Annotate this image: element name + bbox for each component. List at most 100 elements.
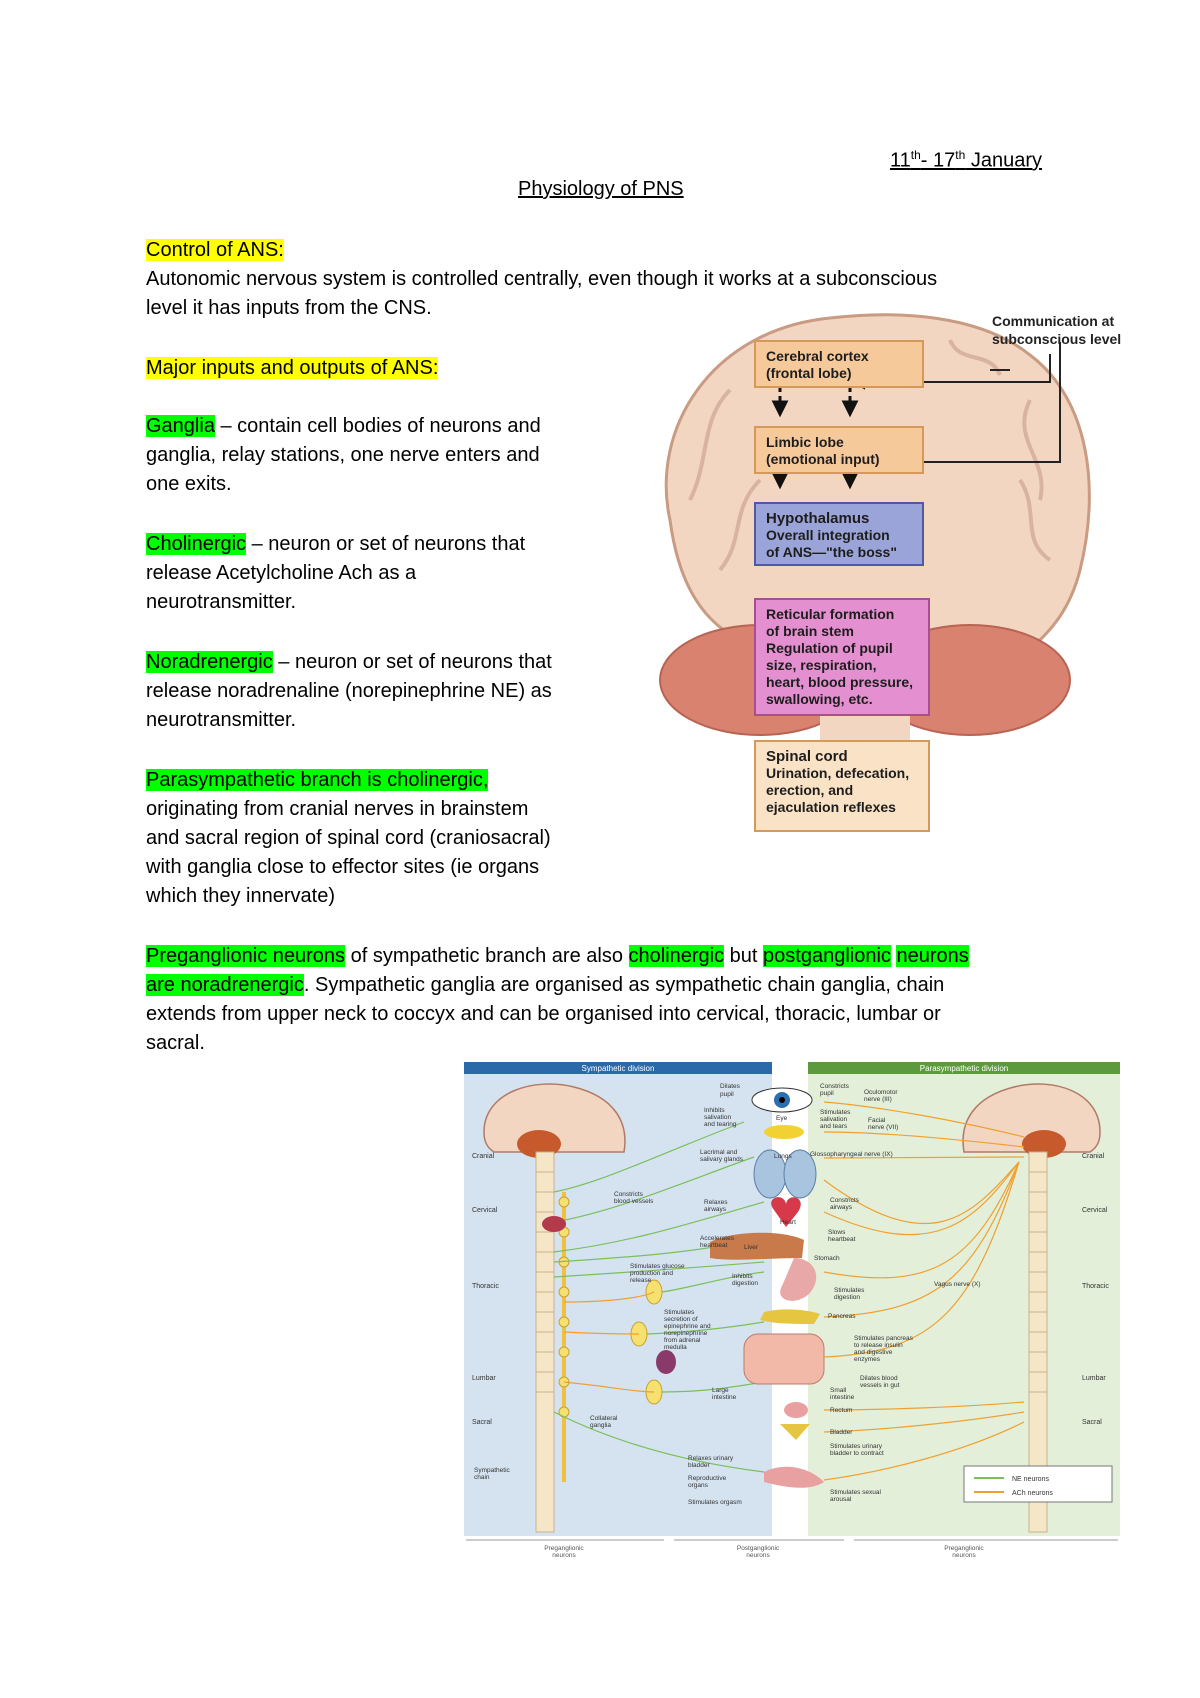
svg-text:neurons: neurons [952, 1552, 976, 1559]
svg-text:release: release [630, 1277, 652, 1284]
legend-ach-label: ACh neurons [1012, 1490, 1053, 1497]
page-title: Physiology of PNS [518, 178, 684, 200]
para-labels: Constricts pupil Oculomotor nerve (III) … [810, 1083, 980, 1503]
spinal-cord-box: Spinal cord Urination, defecation, erect… [754, 740, 930, 832]
svg-text:airways: airways [704, 1206, 727, 1213]
svg-text:Stimulates glucose: Stimulates glucose [630, 1263, 685, 1270]
svg-text:ganglia: ganglia [590, 1422, 611, 1429]
svg-text:Facial: Facial [868, 1117, 886, 1124]
ganglia-term: Ganglia [146, 415, 215, 437]
control-section: Control of ANS: Autonomic nervous system… [146, 236, 937, 323]
cholinergic-term: Cholinergic [146, 533, 247, 555]
salivary-organ [764, 1125, 804, 1139]
communication-label: Communication at subconscious level [992, 313, 1122, 347]
para-brain [962, 1083, 1101, 1153]
svg-text:intestine: intestine [712, 1394, 737, 1401]
reticular-formation-box: Reticular formation of brain stem Regula… [754, 598, 930, 716]
svg-text:bladder: bladder [688, 1462, 711, 1469]
svg-text:intestine: intestine [830, 1394, 855, 1401]
svg-text:heartbeat: heartbeat [700, 1242, 728, 1249]
svg-text:salivation: salivation [704, 1114, 731, 1121]
preganglionic-block: Preganglionic neurons of sympathetic bra… [146, 942, 1066, 1058]
legend-box [963, 1465, 1113, 1503]
svg-text:nerve (VII): nerve (VII) [868, 1124, 898, 1131]
limbic-lobe-box: Limbic lobe (emotional input) [754, 426, 924, 474]
brain-control-figure: Communication at subconscious level Cere… [650, 310, 1150, 850]
parasympathetic-header: Parasympathetic division [920, 1064, 1008, 1073]
svg-text:Inhibits: Inhibits [732, 1273, 753, 1280]
svg-text:Stimulates urinary: Stimulates urinary [830, 1443, 883, 1450]
svg-text:Dilates blood: Dilates blood [860, 1375, 898, 1382]
svg-text:Preganglionic: Preganglionic [944, 1545, 984, 1552]
parasympathetic-line-3: with ganglia close to effector sites (ie… [146, 856, 540, 878]
vertebra-lines [536, 1171, 1047, 1393]
level-thoracic-right: Thoracic [1082, 1283, 1109, 1290]
liver-organ [710, 1232, 804, 1260]
parasympathetic-line-1: originating from cranial nerves in brain… [146, 798, 529, 820]
svg-text:salivary glands: salivary glands [700, 1156, 744, 1163]
svg-text:Bladder: Bladder [830, 1429, 853, 1436]
svg-text:Relaxes urinary: Relaxes urinary [688, 1455, 734, 1462]
adrenal-organ [656, 1350, 676, 1374]
ganglia-block: Ganglia – contain cell bodies of neurons… [146, 412, 541, 499]
io-heading-block: Major inputs and outputs of ANS: [146, 354, 439, 383]
svg-text:airways: airways [830, 1204, 853, 1211]
svg-text:and tears: and tears [820, 1123, 848, 1130]
level-lumbar-left: Lumbar [472, 1375, 496, 1382]
svg-text:Rectum: Rectum [830, 1407, 852, 1414]
svg-text:Sympathetic: Sympathetic [474, 1467, 511, 1474]
svg-text:epinephrine and: epinephrine and [664, 1323, 711, 1330]
noradrenergic-term: Noradrenergic [146, 651, 273, 673]
cholinergic-line-3: neurotransmitter. [146, 591, 297, 613]
level-thoracic-left: Thoracic [472, 1283, 499, 1290]
reproductive-organ [764, 1466, 824, 1488]
svg-text:and digestive: and digestive [854, 1349, 893, 1356]
svg-text:nerve (III): nerve (III) [864, 1096, 892, 1103]
svg-text:Stimulates: Stimulates [664, 1309, 695, 1316]
svg-text:Oculomotor: Oculomotor [864, 1089, 898, 1096]
svg-text:Postganglionic: Postganglionic [737, 1545, 780, 1552]
svg-text:Stimulates sexual: Stimulates sexual [830, 1489, 881, 1496]
svg-text:neurons: neurons [746, 1552, 770, 1559]
sym-brainstem [517, 1130, 561, 1158]
svg-text:from adrenal: from adrenal [664, 1337, 701, 1344]
svg-text:Preganglionic: Preganglionic [544, 1545, 584, 1552]
svg-text:vessels in gut: vessels in gut [860, 1382, 900, 1389]
parasympathetic-term: Parasympathetic branch is cholinergic, [146, 769, 489, 791]
level-cervical-left: Cervical [472, 1207, 498, 1214]
bladder-organ [780, 1424, 810, 1440]
control-body-1: Autonomic nervous system is controlled c… [146, 268, 938, 290]
ganglia-line-2: ganglia, relay stations, one nerve enter… [146, 444, 540, 466]
gyri-lines [688, 339, 1052, 572]
svg-text:digestion: digestion [834, 1294, 860, 1301]
sympathetic-header: Sympathetic division [582, 1064, 655, 1073]
svg-text:Reproductive: Reproductive [688, 1475, 727, 1482]
intestine-organ [743, 1333, 825, 1385]
parasympathetic-header-bar [808, 1062, 1120, 1074]
preganglionic-term: Preganglionic neurons [146, 945, 346, 967]
cholinergic-line-2: release Acetylcholine Ach as a [146, 562, 417, 584]
sym-brain [483, 1083, 626, 1153]
level-cranial-left: Cranial [472, 1153, 495, 1160]
sym-labels: Dilates pupil Inhibits salivation and te… [474, 1083, 758, 1506]
sym-spine [535, 1151, 555, 1533]
ganglia-line-3: one exits. [146, 473, 232, 495]
para-spine [1028, 1151, 1048, 1533]
preganglionic-line-3: extends from upper neck to coccyx and ca… [146, 1003, 941, 1025]
svg-text:Relaxes: Relaxes [704, 1199, 728, 1206]
svg-text:to release insulin: to release insulin [854, 1342, 903, 1349]
svg-text:pupil: pupil [820, 1090, 834, 1097]
organ-labels: Eye Lacrimal and salivary glands Lungs H… [688, 1115, 856, 1489]
control-heading: Control of ANS: [146, 239, 284, 261]
parasympathetic-line-4: which they innervate) [146, 885, 335, 907]
svg-text:blood vessels: blood vessels [614, 1198, 654, 1205]
svg-text:Constricts: Constricts [820, 1083, 850, 1090]
svg-text:production and: production and [630, 1270, 673, 1277]
noradrenergic-highlight: are noradrenergic [146, 974, 304, 996]
parasympathetic-line-2: and sacral region of spinal cord (cranio… [146, 827, 551, 849]
svg-text:chain: chain [474, 1474, 490, 1481]
level-sacral-left: Sacral [472, 1419, 492, 1426]
blood-vessel-organ [542, 1216, 566, 1232]
organ-illustrations [542, 1087, 825, 1488]
